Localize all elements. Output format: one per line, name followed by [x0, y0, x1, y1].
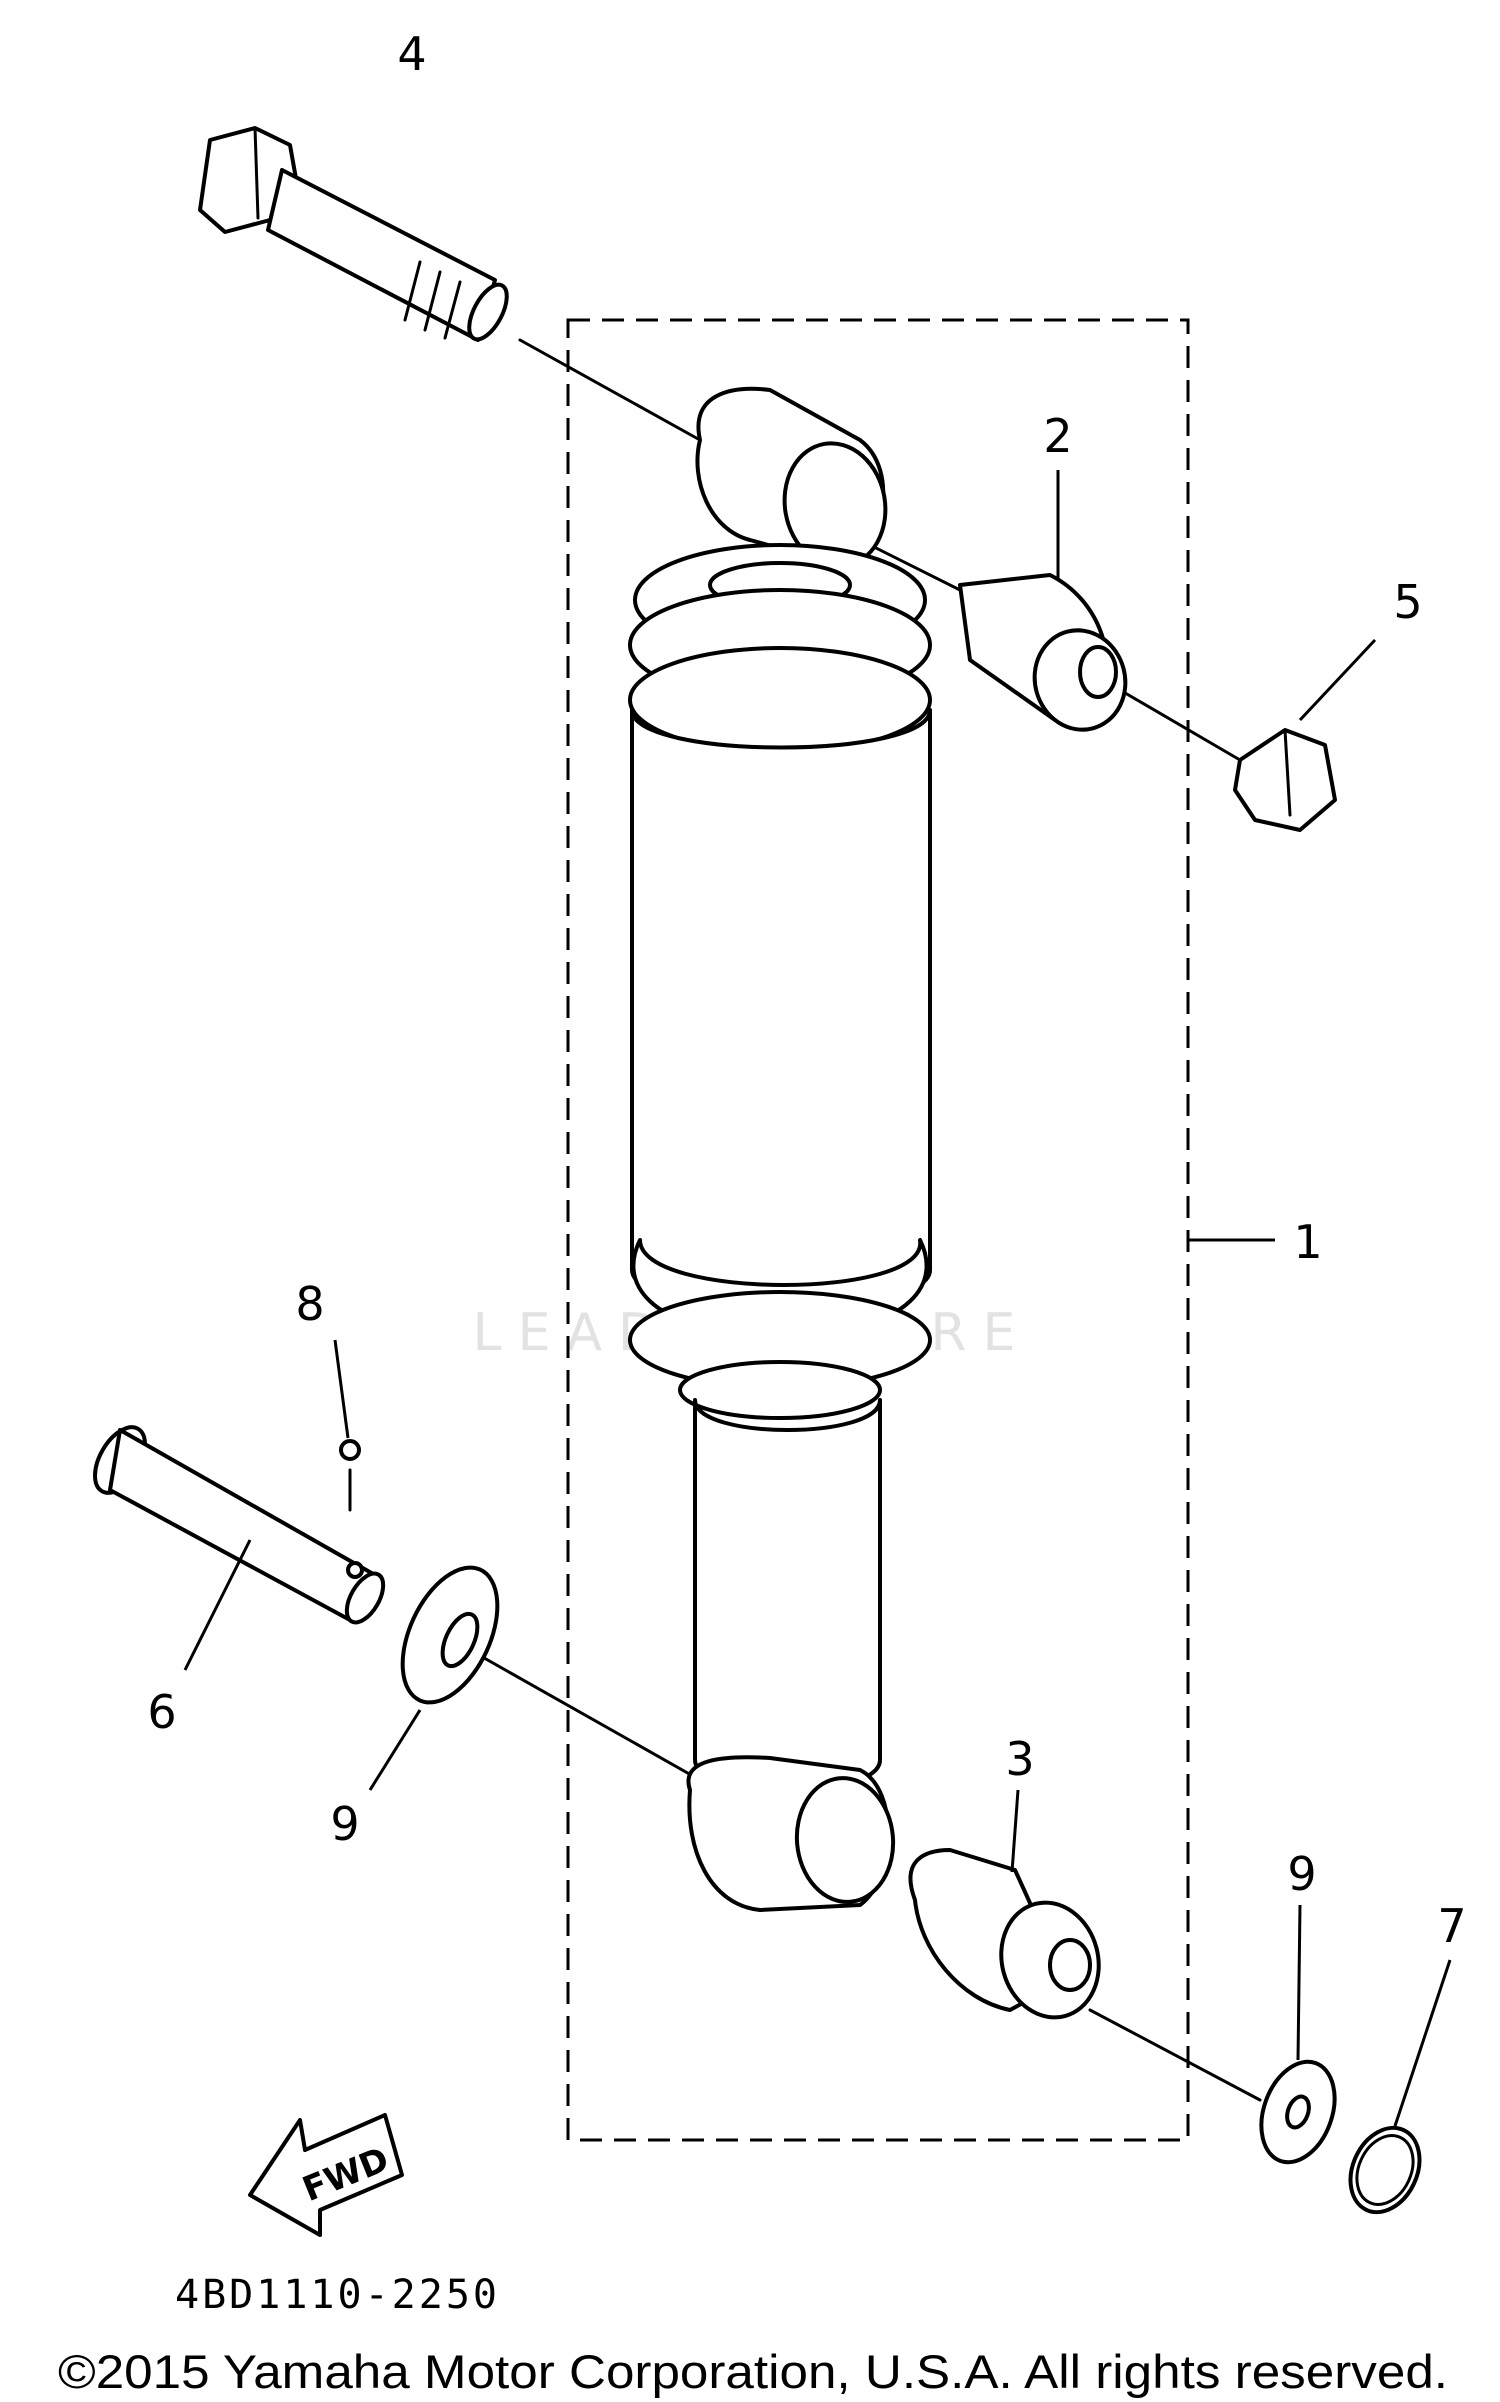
part-6-pin [93, 1425, 386, 1671]
axis-lower-left [468, 1648, 702, 1782]
part-4-bolt [198, 126, 509, 342]
drawing-code: 4BD1110-2250 [175, 2272, 500, 2318]
part-9-washer-right [1259, 1904, 1337, 2165]
part-3-bushing [908, 1789, 1101, 2020]
callout-3: 3 [1005, 1732, 1034, 1786]
callout-4: 4 [397, 27, 426, 81]
part-8-cotter-pin [333, 1339, 361, 1512]
callout-9-right: 9 [1287, 1847, 1316, 1901]
part-7-washer [1348, 1959, 1452, 2215]
callout-8: 8 [295, 1277, 324, 1331]
part-2-bushing [958, 470, 1128, 732]
part-5-nut [1233, 638, 1377, 832]
axis-lower-right [1088, 2008, 1262, 2102]
assembly-boundary [566, 318, 1190, 2142]
axis-upper-left [518, 338, 702, 442]
callout-6: 6 [147, 1685, 176, 1739]
callout-7: 7 [1437, 1899, 1466, 1953]
part-1-shock-absorber [628, 386, 932, 1912]
fwd-arrow: FWD [248, 2113, 404, 2237]
copyright-notice: ©2015 Yamaha Motor Corporation, U.S.A. A… [58, 2345, 1448, 2398]
callout-2: 2 [1043, 409, 1072, 463]
callout-5: 5 [1393, 575, 1422, 629]
callout-9-left: 9 [330, 1797, 359, 1851]
part-9-washer-left [368, 1565, 500, 1791]
callout-1: 1 [1293, 1215, 1322, 1269]
axis-upper-right [1118, 688, 1242, 762]
